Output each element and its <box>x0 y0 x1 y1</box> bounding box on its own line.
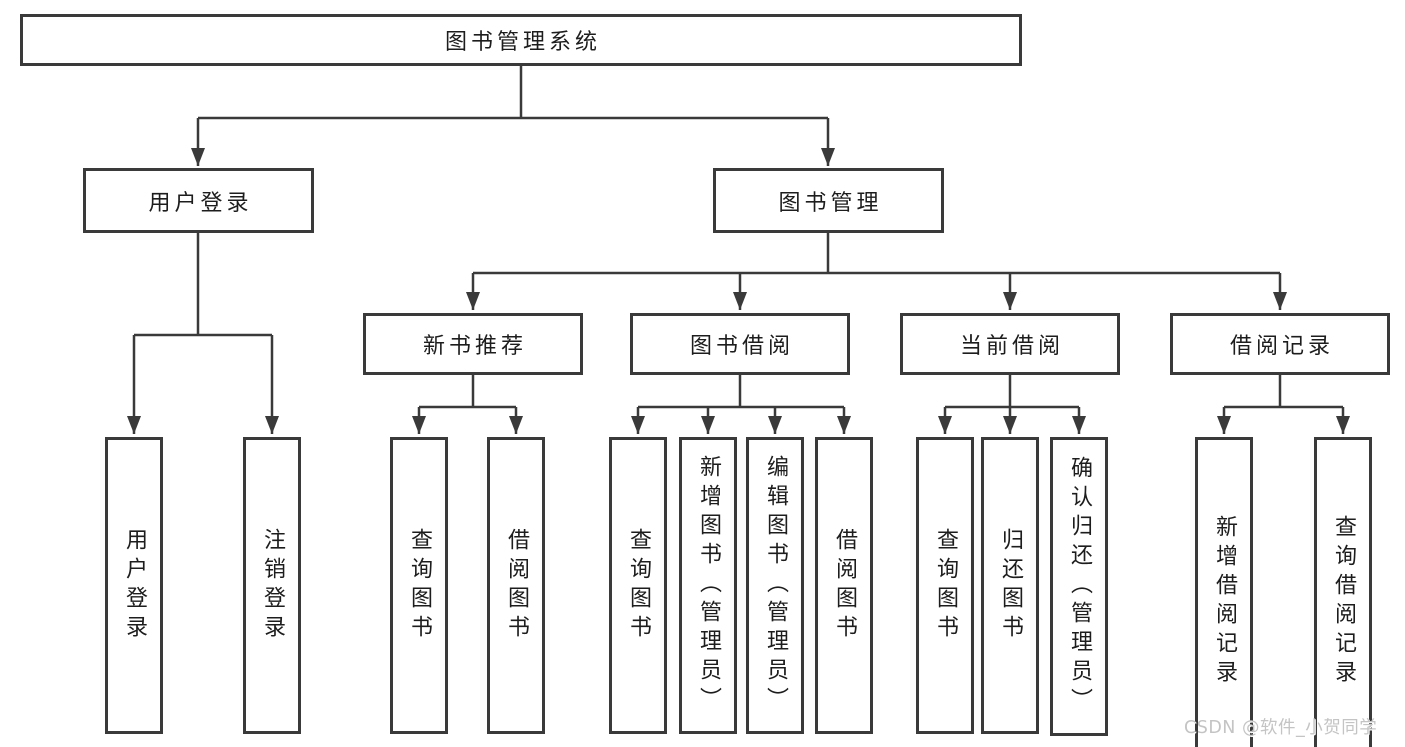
leaf-add-book-admin: 新增图书（管理员） <box>679 437 737 734</box>
leaf-query-book: 查询图书 <box>609 437 667 734</box>
leaf-borrow-book: 借阅图书 <box>815 437 873 734</box>
leaf-confirm-return-admin: 确认归还（管理员） <box>1050 437 1108 736</box>
leaf-add-borrow-record: 新增借阅记录 <box>1195 437 1253 747</box>
leaf-borrow-book: 借阅图书 <box>487 437 545 734</box>
node-book-borrow: 图书借阅 <box>630 313 850 375</box>
leaf-query-book: 查询图书 <box>916 437 974 734</box>
leaf-logout-login: 注销登录 <box>243 437 301 734</box>
leaf-return-book: 归还图书 <box>981 437 1039 734</box>
leaf-user-login: 用户登录 <box>105 437 163 734</box>
leaf-edit-book-admin: 编辑图书（管理员） <box>746 437 804 734</box>
node-user-login: 用户登录 <box>83 168 314 233</box>
watermark: CSDN @软件_小贺同学 <box>1184 718 1378 738</box>
node-new-book-recommend: 新书推荐 <box>363 313 583 375</box>
node-borrow-record: 借阅记录 <box>1170 313 1390 375</box>
node-book-management: 图书管理 <box>713 168 944 233</box>
node-root: 图书管理系统 <box>20 14 1022 66</box>
node-current-borrow: 当前借阅 <box>900 313 1120 375</box>
leaf-query-borrow-record: 查询借阅记录 <box>1314 437 1372 747</box>
leaf-query-book: 查询图书 <box>390 437 448 734</box>
